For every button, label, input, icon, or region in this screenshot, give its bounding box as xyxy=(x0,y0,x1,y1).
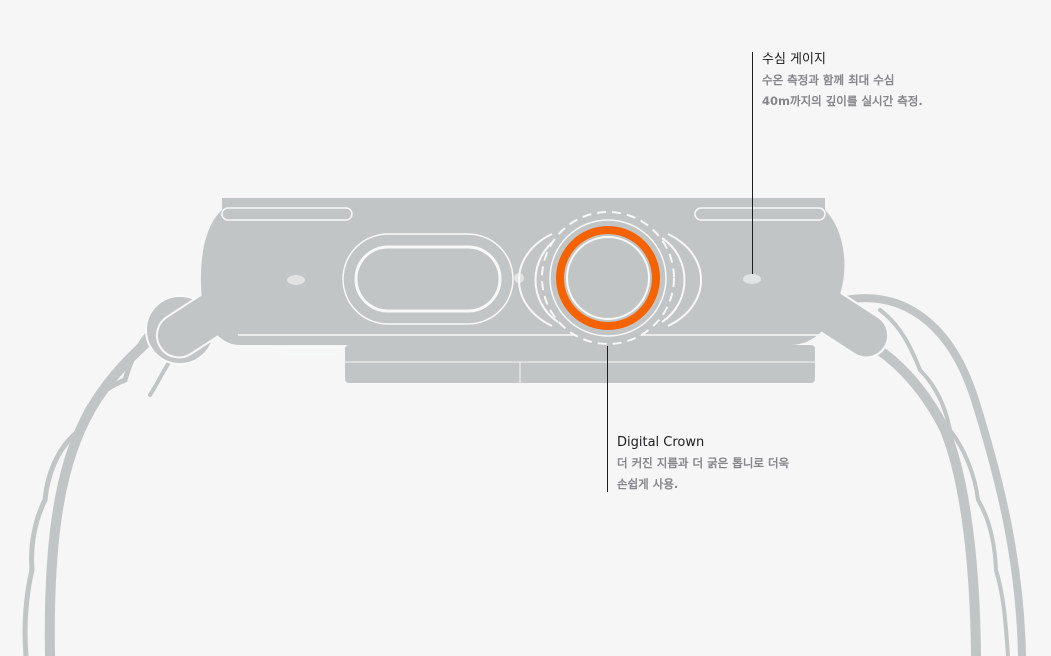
depth-gauge-sensor-mesh xyxy=(743,274,761,284)
digital-crown-title: Digital Crown xyxy=(617,435,705,450)
digital-crown-desc-line-1: 더 커진 지름과 더 굵은 톱니로 더욱 xyxy=(617,456,790,470)
watch-case xyxy=(200,198,845,383)
left-band xyxy=(22,307,197,656)
digital-crown-callout: Digital Crown 더 커진 지름과 더 굵은 톱니로 더욱 손쉽게 사… xyxy=(617,433,789,495)
depth-gauge-desc-line-1: 수온 측정과 함께 최대 수심 xyxy=(762,73,895,87)
depth-gauge-leader-line xyxy=(752,52,753,274)
depth-gauge-callout: 수심 게이지 수온 측정과 함께 최대 수심 40m까지의 깊이를 실시간 측정… xyxy=(762,50,923,112)
depth-gauge-desc-line-2: 40m까지의 깊이를 실시간 측정. xyxy=(762,94,923,108)
digital-crown-desc-line-2: 손쉽게 사용. xyxy=(617,477,679,491)
side-button xyxy=(342,233,514,325)
depth-gauge-title: 수심 게이지 xyxy=(762,52,826,67)
crown-guard-right xyxy=(661,237,686,323)
digital-crown-orange-ring xyxy=(541,211,675,345)
crown-guard-left xyxy=(534,237,559,323)
digital-crown-leader-line xyxy=(607,346,608,492)
speaker-mesh-left xyxy=(287,275,305,285)
